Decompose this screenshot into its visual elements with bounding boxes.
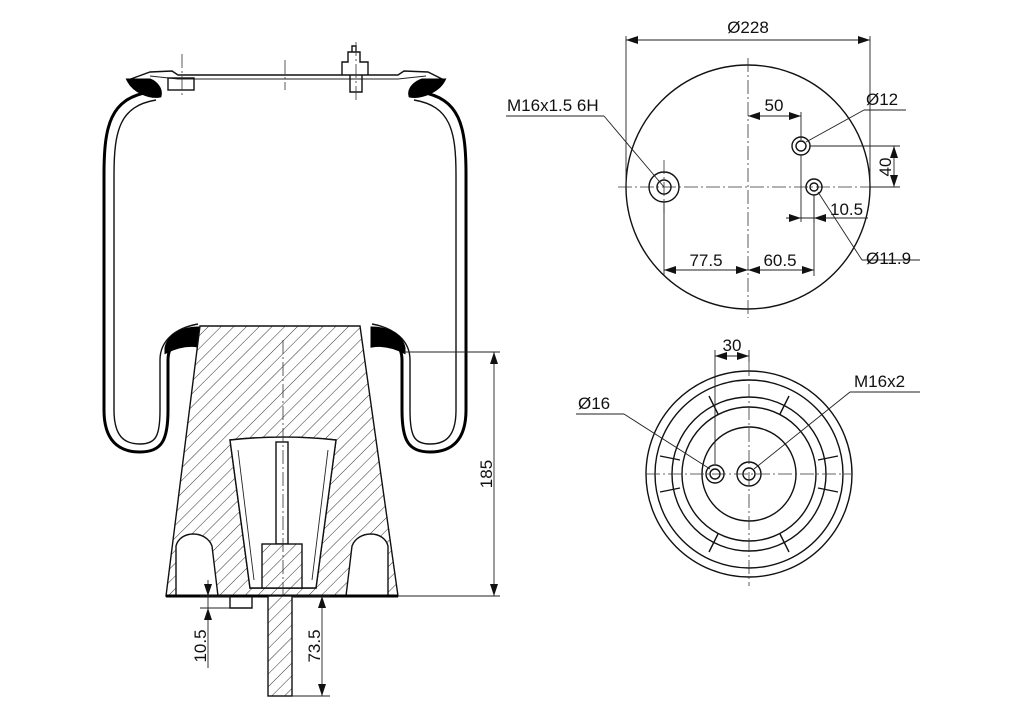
hole-12-inner <box>795 140 807 152</box>
dim-228-label: Ø228 <box>727 18 769 37</box>
dim-105-arrow-a <box>204 584 212 596</box>
dim-50-arrow-right <box>789 112 801 120</box>
dim-775-arrow-left <box>664 266 676 274</box>
bellows-outer-right <box>371 90 468 454</box>
piston-stem <box>275 441 289 545</box>
hole-119-label: Ø11.9 <box>866 249 911 268</box>
dim-228-arrow-right <box>858 36 870 44</box>
top-plan-view: Ø228 M16x1.5 6H 50 Ø12 40 10.5 Ø11.9 <box>506 18 920 318</box>
piston-pocket-right <box>345 533 389 597</box>
piston-cavity-inner <box>237 449 329 581</box>
dim-30-label: 30 <box>723 336 742 355</box>
bottom-hole-16-leader <box>623 413 711 470</box>
bottom-ribs <box>659 395 839 553</box>
piston-stem-boss <box>261 543 303 589</box>
dim-105-label: 10.5 <box>191 629 210 662</box>
hole-12-leader <box>805 109 865 143</box>
dim-40-label: 40 <box>876 158 895 177</box>
dim-105-arrow-b <box>204 608 212 620</box>
dim-775-label: 77.5 <box>689 251 722 270</box>
dim-735-arrow-bottom <box>318 684 326 696</box>
dim-228-arrow-left <box>626 36 638 44</box>
dim-185-arrow-top <box>490 352 498 364</box>
dim-50-label: 50 <box>765 96 784 115</box>
dim-30-arrow-left <box>715 352 727 360</box>
side-section-view: 185 10.5 73.5 <box>102 42 500 697</box>
dim-605-arrow-left <box>748 266 760 274</box>
piston-pocket-left <box>175 533 219 597</box>
dim-775-arrow-right <box>736 266 748 274</box>
piston-bead-left <box>164 326 200 355</box>
bottom-plan-view: 30 M16x2 Ø16 <box>576 336 920 586</box>
thread-leader <box>603 115 665 188</box>
dim-30-arrow-right <box>737 352 749 360</box>
bottom-stud <box>267 595 293 697</box>
thread-left-label: M16x1.5 6H <box>507 96 599 115</box>
top-plate <box>127 70 445 81</box>
bottom-hole-16-label: Ø16 <box>578 394 610 413</box>
dim-735-label: 73.5 <box>305 629 324 662</box>
piston-bead-right <box>370 326 406 355</box>
dim-735-arrow-top <box>318 596 326 608</box>
dim-105b-label: 10.5 <box>830 200 863 219</box>
dim-50-arrow-left <box>748 112 760 120</box>
dim-185-label: 185 <box>477 460 496 488</box>
dim-105b-arrow-b <box>814 214 826 222</box>
bottom-thread-leader <box>753 391 851 470</box>
top-plate-inner <box>149 75 427 80</box>
right-crimp <box>408 78 447 98</box>
top-plate-air-fitting <box>341 45 369 93</box>
top-plate-stud-left <box>167 77 195 91</box>
bellows-inner <box>113 99 199 445</box>
hole-12-label: Ø12 <box>866 90 898 109</box>
dim-605-arrow-right <box>802 266 814 274</box>
hole-119-inner <box>809 182 819 192</box>
hole-119-leader <box>817 191 863 261</box>
dim-40-arrow-bottom <box>890 175 898 187</box>
bellows-outer <box>102 90 199 454</box>
bottom-nut-left <box>229 596 253 609</box>
left-crimp <box>125 78 162 98</box>
dim-40-arrow-top <box>890 146 898 158</box>
bellows-inner-right <box>371 99 457 445</box>
dim-605-label: 60.5 <box>763 251 796 270</box>
bottom-thread-label: M16x2 <box>854 372 905 391</box>
dim-185-arrow-bottom <box>490 584 498 596</box>
dim-105b-arrow-a <box>789 214 801 222</box>
